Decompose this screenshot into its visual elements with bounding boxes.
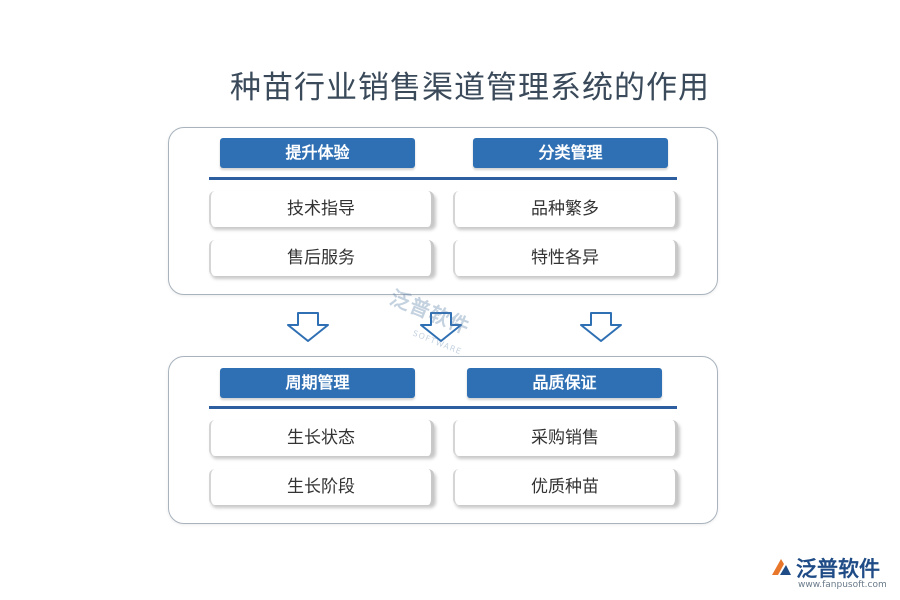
header-cycle-management: 周期管理 [220,368,415,398]
header-category-management: 分类管理 [473,138,668,168]
header-enhance-experience: 提升体验 [220,138,415,168]
item-growth-status: 生长状态 [209,420,434,456]
item-growth-stage: 生长阶段 [209,469,434,505]
item-technical-guidance: 技术指导 [209,191,434,227]
down-arrow-icon [580,312,622,342]
item-after-sales-service: 售后服务 [209,240,434,276]
down-arrow-icon [420,312,462,342]
header-quality-assurance: 品质保证 [467,368,662,398]
divider-line [209,177,677,180]
logo-url: www.fanpusoft.com [798,580,887,590]
down-arrow-icon [287,312,329,342]
page-title: 种苗行业销售渠道管理系统的作用 [230,70,710,106]
divider-line [209,406,677,409]
item-diverse-traits: 特性各异 [453,240,678,276]
item-procurement-sales: 采购销售 [453,420,678,456]
item-many-varieties: 品种繁多 [453,191,678,227]
bottom-panel: 周期管理 品质保证 生长状态 采购销售 生长阶段 优质种苗 [168,356,718,524]
logo-icon [772,559,791,575]
logo-name: 泛普软件 [796,557,880,581]
item-quality-seedlings: 优质种苗 [453,469,678,505]
top-panel: 提升体验 分类管理 技术指导 品种繁多 售后服务 特性各异 [168,127,718,295]
